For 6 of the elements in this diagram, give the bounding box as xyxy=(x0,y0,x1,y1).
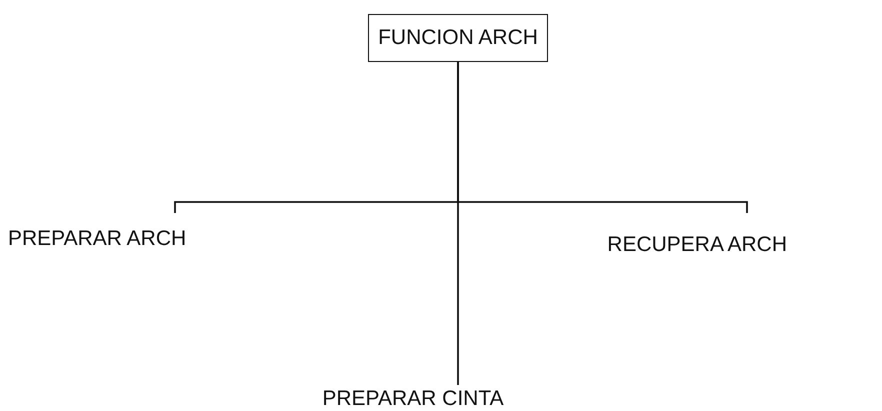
connector-line xyxy=(457,62,459,385)
node-label: PREPARAR ARCH xyxy=(8,227,186,251)
box-title: FUNCION ARCH xyxy=(378,26,538,50)
function-box xyxy=(368,14,548,62)
node-label: RECUPERA ARCH xyxy=(607,233,787,257)
node-label: PREPARAR CINTA xyxy=(322,387,504,411)
